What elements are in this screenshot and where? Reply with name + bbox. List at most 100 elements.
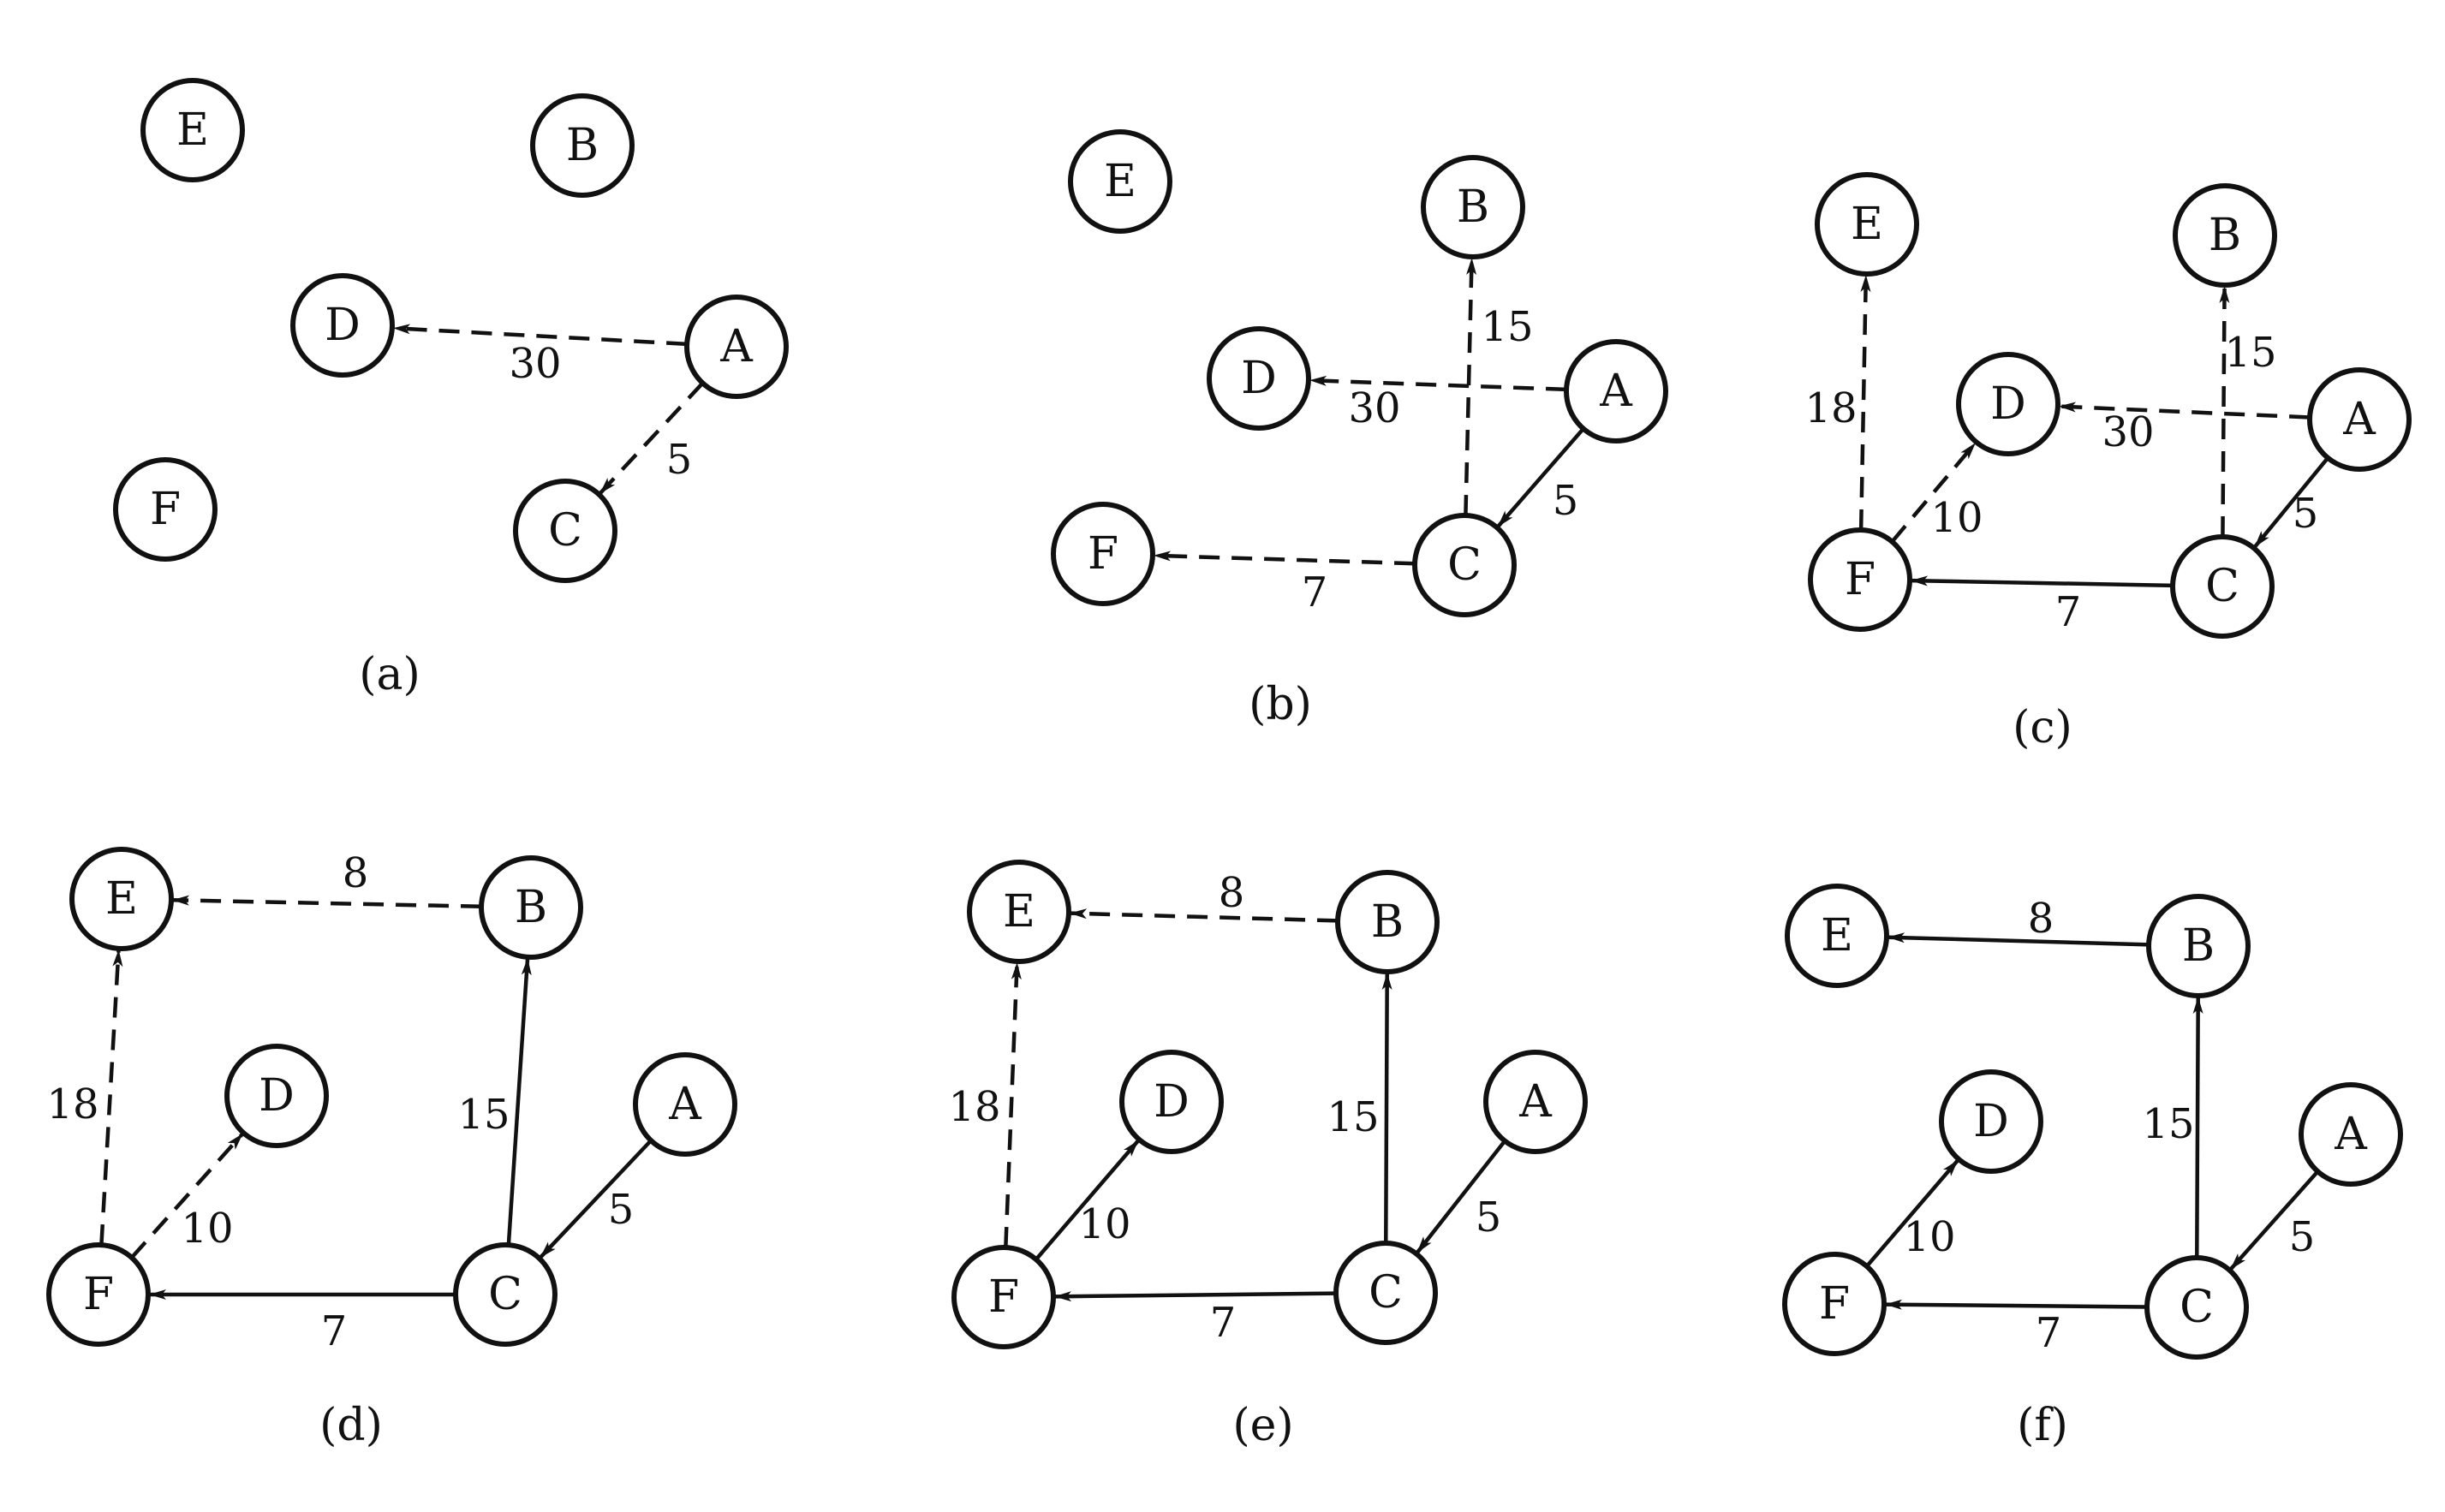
panel-f-node-A-label: A [2334,1109,2368,1160]
panel-a-node-B: B [530,93,635,198]
panel-b-node-F-circle [1051,502,1155,606]
panel-e-edge-A-C [1416,1140,1506,1254]
panel-c-weight-C-B: 15 [2224,329,2276,377]
panel-a-edge-A-C [599,381,705,495]
panel-a-node-E-circle [140,78,245,182]
panel-b-weight-A-C: 5 [1553,477,1579,525]
panel-d-weight-C-F: 7 [321,1307,348,1355]
panel-e-weight-C-B: 15 [1327,1093,1379,1141]
panel-b-node-A: A [1564,339,1668,443]
panel-a-node-D-label: D [325,300,361,351]
panel-e-node-B: B [1335,870,1440,974]
panel-e-node-C-circle [1333,1241,1438,1345]
panel-d-node-D-circle [224,1044,329,1148]
panel-a-node-B-circle [530,93,635,198]
panel-c-caption: (c) [2013,702,2072,753]
panel-c-node-F-circle [1808,527,1912,632]
panel-c-node-D-circle [1956,352,2060,456]
panel-a-node-F: F [113,457,218,562]
panel-d-weight-C-B: 15 [457,1091,510,1139]
panel-c-weight-F-D: 10 [1930,494,1983,542]
panel-c-node-B: B [2173,183,2277,288]
panel-f-caption: (f) [2017,1400,2068,1451]
panel-d-weight-A-C: 5 [608,1186,635,1234]
panel-a-node-F-label: F [150,484,181,535]
panel-d-node-E-label: E [105,873,138,925]
panel-d-weight-F-E: 18 [46,1080,98,1128]
panel-b-node-A-label: A [1599,366,1633,417]
panel-f-node-D: D [1939,1069,2043,1174]
panel-a-node-B-label: B [566,120,599,171]
panel-c-node-F-label: F [1845,554,1875,605]
panel-f-node-B-circle [2146,894,2251,998]
panel-f-weight-C-F: 7 [2036,1309,2062,1357]
panel-f-node-D-circle [1939,1069,2043,1174]
panel-a-node-D: D [290,273,395,378]
panel-b-node-B-label: B [1457,182,1489,233]
panel-e-node-D: D [1119,1050,1224,1154]
panel-c-edge-F-D [1890,442,1977,544]
panel-e-node-E-circle [967,860,1071,964]
panel-a-node-D-circle [290,273,395,378]
panel-f-node-F: F [1782,1252,1887,1356]
panel-c-node-C: C [2170,534,2275,639]
panel-a-edge-A-D [392,324,688,347]
panel-c-edge-C-B [2219,285,2230,538]
panel-a-node-A-circle [684,295,789,399]
panel-b-caption: (b) [1249,679,1312,730]
panel-f-node-B-label: B [2182,920,2215,972]
panel-e-node-F-label: F [988,1271,1019,1323]
panel-a-node-E: E [140,78,245,182]
panel-c-node-A: A [2307,367,2412,472]
panel-e-node-B-label: B [1371,896,1404,948]
panel-d-caption: (d) [319,1400,383,1451]
panel-c-node-E: E [1815,172,1919,277]
panel-f-weight-B-E: 8 [2028,895,2054,943]
panel-d-node-E-circle [69,847,174,951]
panel-e-node-F: F [951,1245,1056,1349]
panel-f-weight-A-C: 5 [2289,1213,2316,1261]
panel-d-node-B-circle [479,855,583,960]
panel-e-weight-A-C: 5 [1476,1194,1502,1241]
panel-f-edge-C-B [2192,996,2203,1259]
panel-b-node-E: E [1068,129,1172,234]
panel-d-node-C-circle [453,1242,558,1347]
panel-a-node-A-label: A [719,321,754,372]
panel-e-node-E: E [967,860,1071,964]
panel-e-edge-C-F [1053,1291,1337,1302]
panel-f-node-C-circle [2144,1255,2249,1360]
panel-b-node-E-circle [1068,129,1172,234]
panel-d-node-A-label: A [668,1079,702,1130]
panel-e-node-B-circle [1335,870,1440,974]
panel-d-node-D-label: D [259,1070,295,1122]
panel-c-node-A-label: A [2342,394,2376,445]
panel-b-node-F: F [1051,502,1155,606]
panel-b-node-C-circle [1412,513,1517,617]
panel-f-node-E-label: E [1821,910,1853,961]
panel-f-node-A-circle [2299,1082,2403,1187]
panel-e-caption: (e) [1232,1400,1293,1451]
panel-d-node-B: B [479,855,583,960]
panel-c-edge-A-D [2058,402,2311,420]
panel-b-edge-A-C [1496,427,1585,528]
panel-b-node-E-label: E [1104,156,1136,207]
panel-d-node-B-label: B [515,882,547,933]
panel-b-node-D-circle [1207,326,1311,431]
panel-b-node-F-label: F [1088,528,1118,580]
panel-f-node-F-label: F [1819,1278,1850,1330]
panel-c-node-B-circle [2173,183,2277,288]
panel-f-node-D-label: D [1973,1096,2009,1147]
panel-e-node-C-label: C [1369,1267,1403,1319]
panel-d-node-F-label: F [83,1269,114,1320]
panel-c-node-E-circle [1815,172,1919,277]
panel-e-node-E-label: E [1003,886,1035,938]
panel-b-weight-A-D: 30 [1348,384,1400,432]
panel-c-edge-A-C [2253,456,2329,549]
panel-f-node-B: B [2146,894,2251,998]
panel-c-weight-A-D: 30 [2102,408,2154,456]
panel-c-weight-F-E: 18 [1804,384,1857,432]
panel-d-edge-F-E [99,949,123,1246]
panel-b-node-A-circle [1564,339,1668,443]
panel-a-node-C: C [513,479,617,583]
